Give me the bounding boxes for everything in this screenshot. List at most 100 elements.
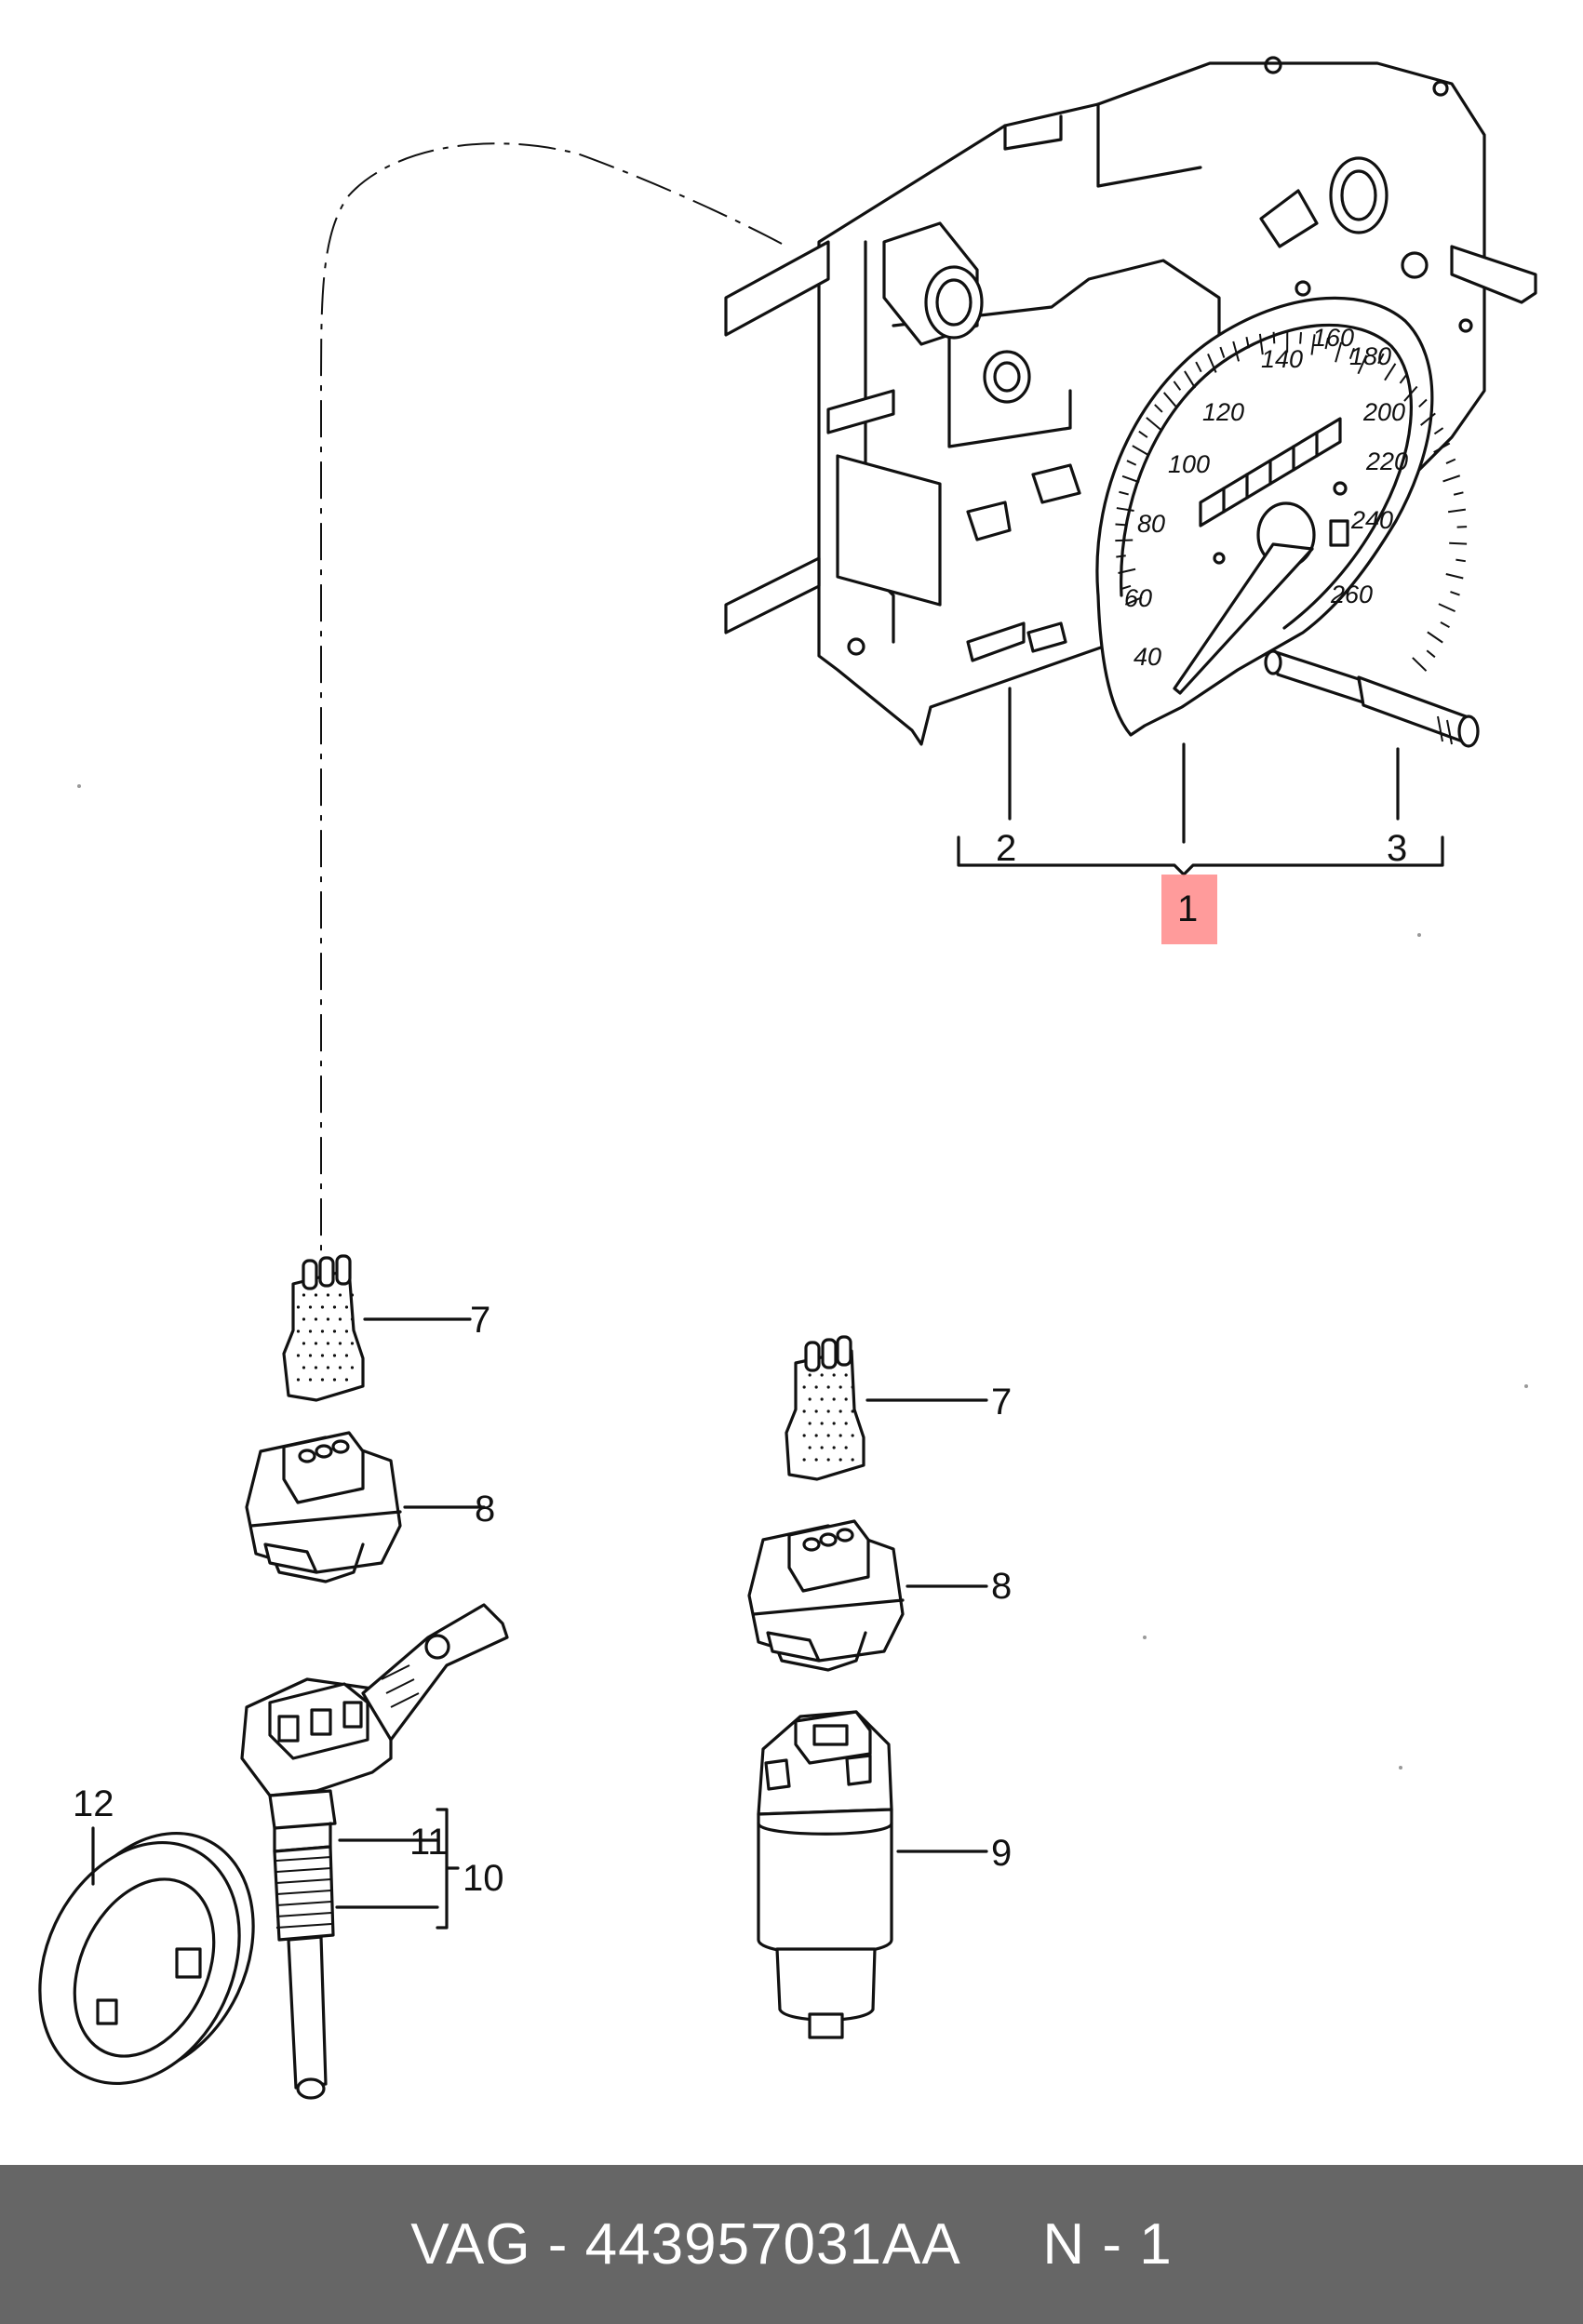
texture-dot xyxy=(838,1434,842,1437)
dial-tick xyxy=(1427,631,1443,644)
dial-number-80: 80 xyxy=(1137,510,1165,538)
texture-dot xyxy=(808,1446,812,1449)
texture-dot xyxy=(320,1354,325,1357)
dial-tick xyxy=(1384,363,1397,381)
texture-dot xyxy=(350,1366,355,1369)
dial-number-220: 220 xyxy=(1365,447,1408,475)
callout-3: 3 xyxy=(1387,828,1407,869)
texture-dot xyxy=(826,1385,830,1389)
texture-dot xyxy=(296,1378,301,1382)
texture-dot xyxy=(332,1305,337,1309)
dial-tick xyxy=(1118,568,1136,574)
dial-tick xyxy=(1245,337,1250,349)
dial-tick xyxy=(1447,508,1467,514)
texture-dot xyxy=(820,1397,824,1401)
connector-boot-left xyxy=(282,1254,472,1402)
dial-tick xyxy=(1442,474,1461,483)
speedometer-ticks xyxy=(1115,331,1468,672)
texture-dot xyxy=(314,1293,318,1297)
dial-tick xyxy=(1116,507,1134,513)
dial-tick xyxy=(1453,491,1464,496)
texture-dot xyxy=(326,1342,330,1345)
texture-dot xyxy=(326,1317,330,1321)
texture-dot xyxy=(844,1446,848,1449)
dial-tick xyxy=(1258,333,1264,355)
callout-7-right: 7 xyxy=(991,1382,1012,1422)
texture-dot xyxy=(326,1293,330,1297)
dial-tick xyxy=(1348,347,1355,360)
texture-dot xyxy=(832,1422,836,1425)
dial-number-60: 60 xyxy=(1124,584,1152,612)
dial-tick xyxy=(1120,584,1132,591)
dial-tick xyxy=(1433,427,1444,435)
dial-tick xyxy=(1232,341,1241,362)
connector-housing-left xyxy=(245,1431,486,1583)
dial-number-40: 40 xyxy=(1134,643,1161,671)
dial-number-260: 260 xyxy=(1330,581,1373,608)
texture-dot xyxy=(314,1366,318,1369)
dial-tick xyxy=(1438,603,1456,613)
texture-dot xyxy=(838,1385,842,1389)
texture-dot xyxy=(802,1385,806,1389)
dial-tick xyxy=(1324,337,1330,350)
texture-dot xyxy=(308,1305,313,1309)
dial-tick xyxy=(1433,442,1451,453)
trip-reset-shaft xyxy=(1264,649,1480,748)
texture-dot xyxy=(851,1458,854,1462)
dial-tick xyxy=(1132,445,1149,456)
texture-dot xyxy=(844,1397,848,1401)
dial-tick xyxy=(1124,596,1143,606)
dial-number-100: 100 xyxy=(1168,450,1210,478)
texture-dot xyxy=(802,1409,806,1413)
texture-dot xyxy=(344,1329,349,1333)
texture-dot xyxy=(302,1342,306,1345)
texture-dot xyxy=(851,1409,854,1413)
texture-dot xyxy=(296,1354,301,1357)
texture-dot xyxy=(302,1366,306,1369)
texture-dot xyxy=(826,1458,830,1462)
dial-tick xyxy=(1115,523,1126,527)
sealing-ring xyxy=(38,1826,255,2086)
texture-dot xyxy=(802,1458,806,1462)
switch-sender xyxy=(757,1710,988,2039)
texture-dot xyxy=(332,1329,337,1333)
dial-tick xyxy=(1445,458,1456,464)
highlight-box-1 xyxy=(1161,875,1217,944)
callout-10: 10 xyxy=(463,1858,504,1899)
texture-dot xyxy=(838,1458,842,1462)
dial-tick xyxy=(1116,554,1126,558)
dial-tick xyxy=(1377,353,1385,365)
texture-dot xyxy=(326,1366,330,1369)
dial-tick xyxy=(1173,381,1182,391)
dial-tick xyxy=(1184,370,1197,389)
dial-tick xyxy=(1403,385,1418,402)
dial-tick xyxy=(1426,649,1436,659)
dial-tick xyxy=(1162,392,1177,408)
texture-dot xyxy=(826,1434,830,1437)
dial-tick xyxy=(1440,621,1450,629)
texture-dot xyxy=(320,1305,325,1309)
dial-tick xyxy=(1272,331,1276,344)
sender-unit xyxy=(240,1603,509,2100)
dial-tick xyxy=(1412,657,1428,672)
dial-tick xyxy=(1146,417,1161,431)
texture-dot xyxy=(314,1317,318,1321)
footer-bar: VAG - 443957031AA N - 1 xyxy=(0,2165,1583,2324)
dial-tick xyxy=(1418,398,1428,408)
texture-dot xyxy=(851,1434,854,1437)
texture-dot xyxy=(826,1409,830,1413)
dial-tick xyxy=(1399,374,1408,384)
callout-2: 2 xyxy=(996,828,1016,869)
instrument-cluster: 40 60 80 100 120 140 160 180 200 220 240… xyxy=(320,56,1537,1256)
texture-dot xyxy=(851,1385,854,1389)
texture-dot xyxy=(338,1366,342,1369)
texture-dot xyxy=(344,1305,349,1309)
texture-dot xyxy=(814,1458,818,1462)
callout-group-1 xyxy=(957,687,1444,876)
texture-dot xyxy=(332,1354,337,1357)
dial-tick xyxy=(1119,490,1129,496)
dial-tick xyxy=(1126,460,1137,466)
texture-dot xyxy=(820,1422,824,1425)
dial-number-240: 240 xyxy=(1350,506,1393,534)
texture-dot xyxy=(814,1434,818,1437)
